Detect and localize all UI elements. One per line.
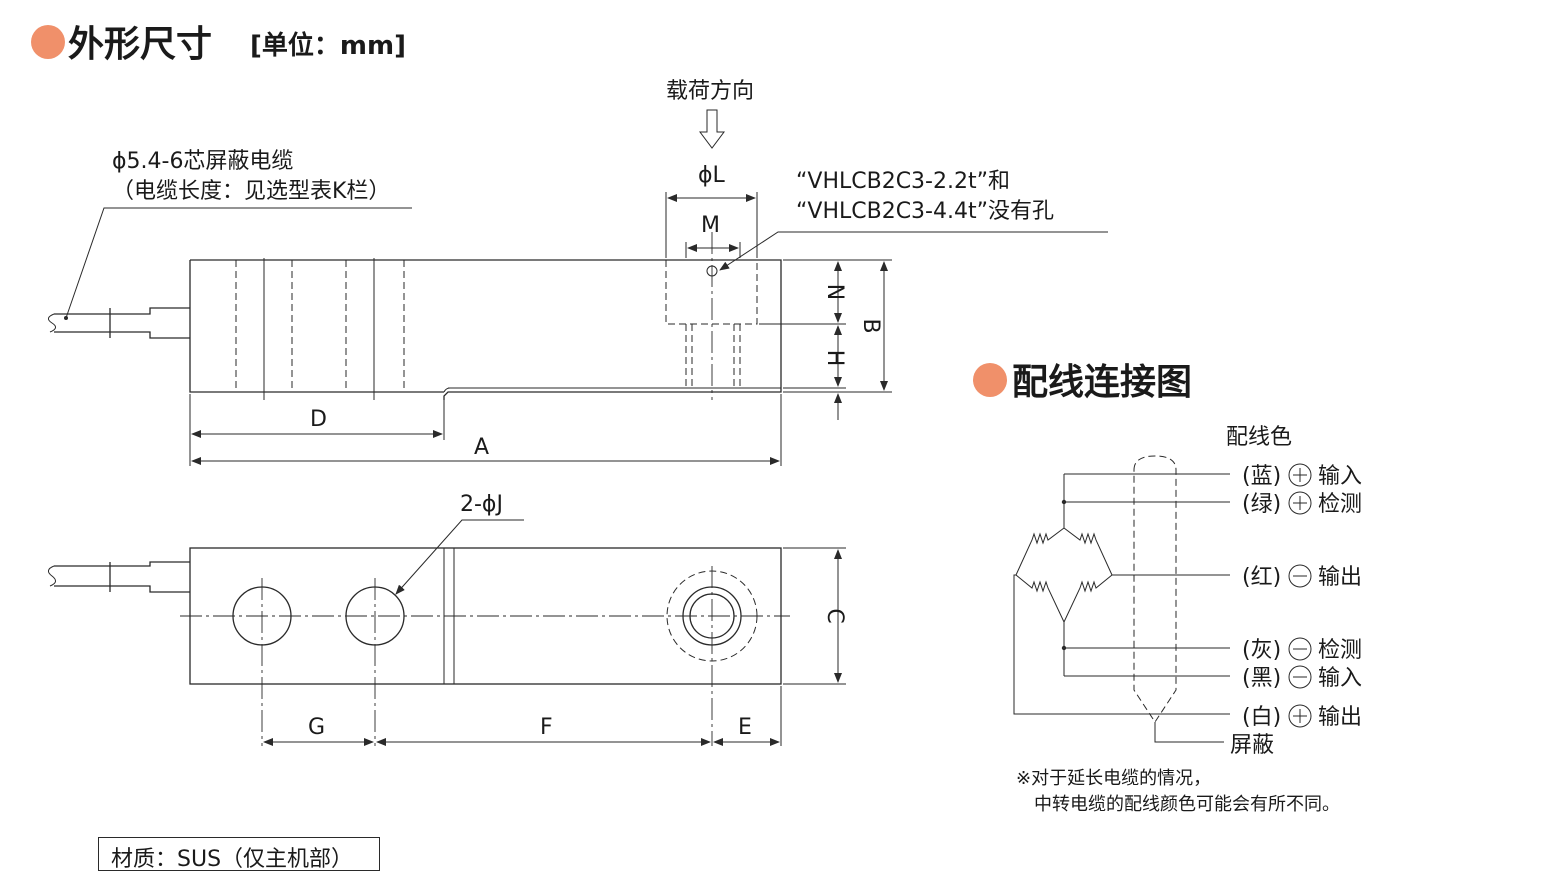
top-view: 2-ϕJ C G F E — [48, 492, 847, 746]
svg-text:(红): (红) — [1242, 565, 1281, 590]
dim-c: C — [822, 608, 847, 623]
wiring-note-line1: ※对于延长电缆的情况， — [1016, 768, 1211, 789]
shield-label: 屏蔽 — [1230, 733, 1274, 758]
plus-circle-icon — [1288, 463, 1312, 487]
material-box: 材质：SUS（仅主机部） — [98, 837, 380, 872]
load-arrow-icon — [699, 109, 725, 149]
plus-circle-icon — [1288, 704, 1312, 728]
svg-text:(黑): (黑) — [1242, 666, 1281, 691]
wiring-title: 配线连接图 — [1012, 362, 1192, 403]
wire-row-4: (黑) 输入 — [1242, 665, 1362, 691]
minus-circle-icon — [1288, 637, 1312, 661]
dim-b: B — [858, 318, 883, 333]
load-direction-label: 载荷方向 — [666, 79, 754, 104]
wiring-diagram: 配线连接图 配线色 (蓝) 输入 (绿) 检测 — [973, 362, 1362, 815]
wire-row-5: (白) 输出 — [1242, 704, 1362, 730]
wire-row-2: (红) 输出 — [1242, 564, 1362, 590]
dim-phi-l: ϕL — [698, 163, 726, 188]
material-label: 材质：SUS（仅主机部） — [111, 847, 354, 872]
svg-text:(绿): (绿) — [1242, 492, 1281, 517]
wire-row-1: (绿) 检测 — [1242, 491, 1362, 517]
page-title: 外形尺寸 — [68, 24, 212, 65]
svg-text:检测: 检测 — [1318, 492, 1362, 517]
svg-text:输入: 输入 — [1318, 666, 1362, 691]
wiring-note-line2: 中转电缆的配线颜色可能会有所不同。 — [1034, 794, 1340, 815]
minus-circle-icon — [1288, 665, 1312, 689]
svg-text:检测: 检测 — [1318, 638, 1362, 663]
wire-row-0: (蓝) 输入 — [1242, 463, 1362, 489]
unit-label: [单位：mm] — [250, 30, 406, 61]
svg-text:输出: 输出 — [1318, 565, 1362, 590]
wire-row-3: (灰) 检测 — [1242, 637, 1362, 663]
section-bullet — [31, 25, 65, 59]
svg-text:输出: 输出 — [1318, 705, 1362, 730]
svg-text:(灰): (灰) — [1242, 638, 1281, 663]
dim-e: E — [738, 715, 752, 740]
svg-text:(白): (白) — [1242, 705, 1281, 730]
cable-spec-label: ϕ5.4-6芯屏蔽电缆 — [112, 149, 293, 174]
dim-g: G — [308, 715, 325, 740]
dim-f: F — [540, 715, 553, 740]
dim-m: M — [701, 213, 720, 238]
dim-a: A — [474, 435, 489, 460]
dim-n: N — [822, 284, 847, 300]
wiring-color-header: 配线色 — [1226, 425, 1292, 450]
svg-text:(蓝): (蓝) — [1242, 464, 1281, 489]
hole-note-line1: “VHLCB2C3-2.2t”和 — [796, 169, 1010, 194]
hole-note-line2: “VHLCB2C3-4.4t”没有孔 — [796, 199, 1054, 224]
dim-h: H — [822, 350, 847, 367]
cable-length-label: （电缆长度：见选型表K栏） — [112, 179, 390, 204]
svg-text:输入: 输入 — [1318, 464, 1362, 489]
minus-circle-icon — [1288, 564, 1312, 588]
side-view: ϕ5.4-6芯屏蔽电缆 （电缆长度：见选型表K栏） 载荷方向 ϕL M “VHL… — [48, 79, 1108, 466]
section-bullet-wiring — [973, 363, 1007, 397]
dim-d: D — [310, 407, 327, 432]
dim-2-phi-j: 2-ϕJ — [460, 492, 503, 517]
plus-circle-icon — [1288, 491, 1312, 515]
